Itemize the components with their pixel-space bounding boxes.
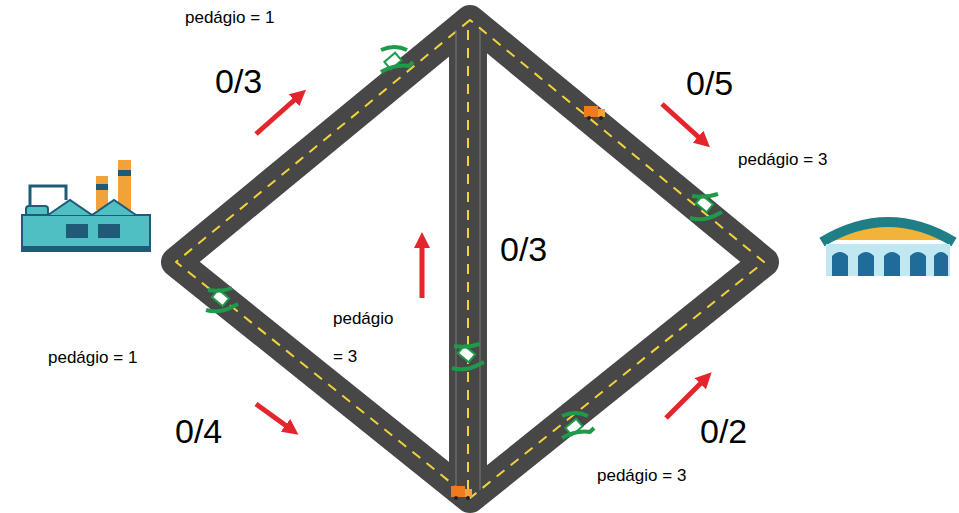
toll-icon bbox=[562, 413, 594, 438]
warehouse-icon bbox=[822, 220, 954, 276]
flow-capacity: 0/4 bbox=[175, 412, 222, 451]
toll-icon bbox=[381, 47, 413, 72]
truck-icon bbox=[451, 486, 472, 500]
toll-icon bbox=[452, 344, 484, 369]
flow-capacity: 0/5 bbox=[686, 64, 733, 103]
toll-label: pedágio = 3 bbox=[597, 466, 686, 486]
truck-icon bbox=[584, 106, 605, 120]
toll-label: pedágio = 1 bbox=[48, 348, 137, 368]
factory-icon bbox=[22, 160, 150, 251]
road-network bbox=[176, 20, 764, 498]
toll-label: pedágio = 1 bbox=[185, 8, 274, 28]
flow-capacity: 0/2 bbox=[700, 412, 747, 451]
flow-capacity: 0/3 bbox=[500, 230, 547, 269]
toll-icon bbox=[690, 194, 722, 219]
flow-capacity: 0/3 bbox=[215, 62, 262, 101]
flow-arrow bbox=[256, 95, 706, 430]
toll-label: pedágio = 3 bbox=[333, 300, 405, 376]
toll-label: pedágio = 3 bbox=[738, 150, 827, 170]
toll-icon bbox=[206, 288, 238, 311]
